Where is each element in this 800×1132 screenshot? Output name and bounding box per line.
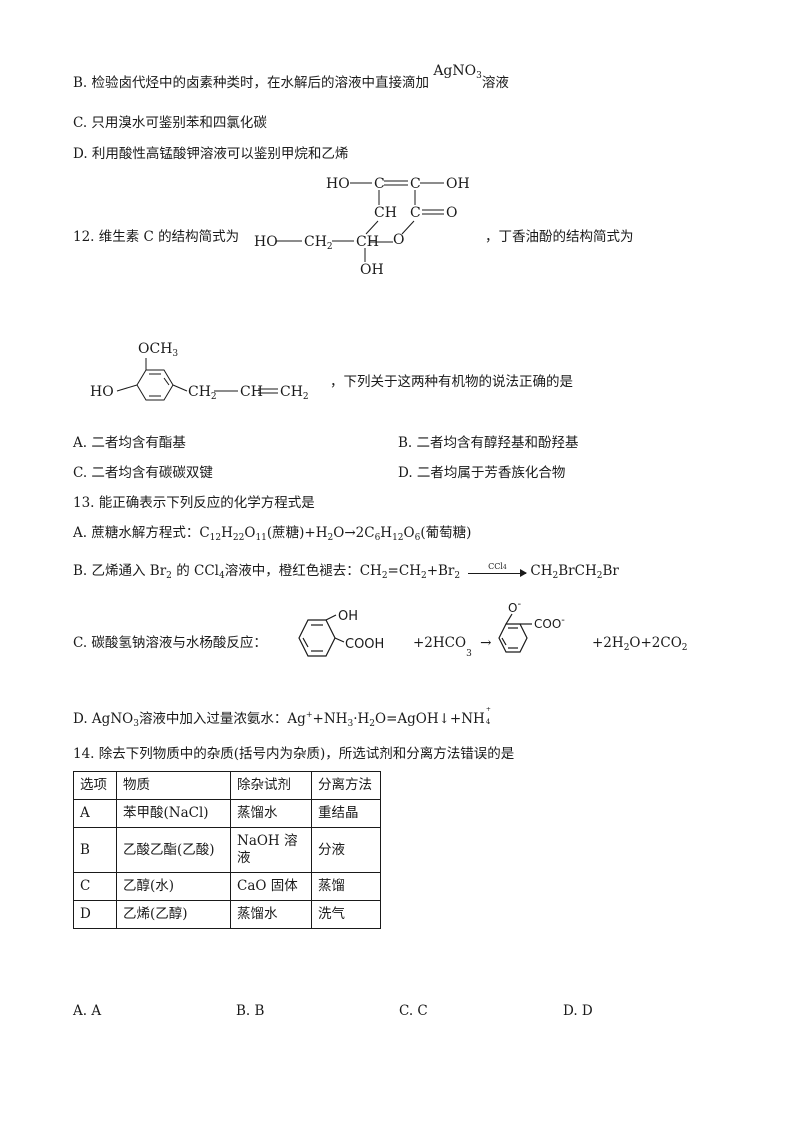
q12-option-d: D. 二者均属于芳香族化合物 bbox=[398, 465, 566, 481]
vitc-c2: C bbox=[410, 176, 421, 192]
eugenol-ho: HO bbox=[90, 384, 114, 400]
salicylic-cooh: COOH bbox=[345, 637, 384, 652]
q14-answer-a: A. A bbox=[73, 1003, 102, 1019]
table-cell: 乙烯(乙醇) bbox=[116, 900, 231, 929]
q11-option-b-reagent: AgNO3 bbox=[433, 63, 482, 81]
q11-option-d: D. 利用酸性高锰酸钾溶液可以鉴别甲烷和乙烯 bbox=[73, 146, 349, 162]
q11-option-b-prefix: B. 检验卤代烃中的卤素种类时，在水解后的溶液中直接滴加 bbox=[73, 75, 430, 91]
table-cell: B bbox=[73, 827, 117, 873]
table-cell: 乙酸乙酯(乙酸) bbox=[116, 827, 231, 873]
eugenol-och3: OCH3 bbox=[138, 341, 178, 359]
reaction-condition: CCl4 bbox=[488, 561, 507, 571]
q13-option-d: D. AgNO3溶液中加入过量浓氨水：Ag++NH3·H2O=AgOH↓+NH+… bbox=[73, 705, 491, 730]
q12-stem-suffix: ，丁香油酚的结构简式为 bbox=[485, 229, 634, 245]
eugenol-ch2b: CH2 bbox=[280, 384, 309, 402]
ammonium-ion-charge: +4 bbox=[485, 705, 491, 726]
salicylic-acid-structure: OH COOH bbox=[298, 610, 384, 657]
table-row: A 苯甲酸(NaCl) 蒸馏水 重结晶 bbox=[73, 799, 381, 828]
q12-stem-prefix: 12. 维生素 C 的结构简式为 bbox=[73, 229, 240, 245]
salicylate-coo: COO- bbox=[534, 615, 565, 631]
vitc-ch: CH bbox=[374, 205, 397, 221]
salicylic-oh: OH bbox=[338, 610, 358, 624]
table-header-row: 选项 物质 除杂试剂 分离方法 bbox=[73, 771, 381, 800]
table-cell: A bbox=[73, 799, 117, 828]
table-cell: NaOH 溶液 bbox=[230, 827, 312, 873]
vitamin-c-structure: HO C C OH CH C O HO CH2 CH O OH bbox=[254, 176, 470, 278]
vitc-oh1: OH bbox=[446, 176, 470, 192]
vitc-ch3: CH bbox=[356, 234, 379, 250]
table-row: C 乙醇(水) CaO 固体 蒸馏 bbox=[73, 872, 381, 901]
q12-option-c: C. 二者均含有碳碳双键 bbox=[73, 465, 213, 481]
q13-option-c-products: +2H2O+2CO2 bbox=[592, 635, 688, 653]
q13-option-b: B. 乙烯通入 Br2 的 CCl4溶液中，橙红色褪去：CH2=CH2+Br2 … bbox=[73, 562, 619, 585]
q11-option-c: C. 只用溴水可鉴别苯和四氯化碳 bbox=[73, 115, 267, 131]
table-header-cell: 选项 bbox=[73, 771, 117, 800]
q12-stem-tail: ，下列关于这两种有机物的说法正确的是 bbox=[330, 374, 573, 390]
table-header-cell: 物质 bbox=[116, 771, 231, 800]
vitc-o-ring: O bbox=[393, 232, 404, 248]
table-cell: 蒸馏 bbox=[311, 872, 381, 901]
table-cell: 蒸馏水 bbox=[230, 799, 312, 828]
table-cell: C bbox=[73, 872, 117, 901]
table-cell: CaO 固体 bbox=[230, 872, 312, 901]
eugenol-structure: OCH3 HO CH2 CH CH2 bbox=[90, 341, 309, 402]
table-cell: 洗气 bbox=[311, 900, 381, 929]
q13-option-c-bicarbonate: +2HCO3 → bbox=[413, 635, 492, 659]
table-cell: 苯甲酸(NaCl) bbox=[116, 799, 231, 828]
vitc-ch2: CH2 bbox=[304, 234, 333, 252]
table-cell: 乙醇(水) bbox=[116, 872, 231, 901]
q14-answer-c: C. C bbox=[399, 1003, 428, 1019]
q14-stem: 14. 除去下列物质中的杂质(括号内为杂质)，所选试剂和分离方法错误的是 bbox=[73, 746, 515, 762]
table-row: B 乙酸乙酯(乙酸) NaOH 溶液 分液 bbox=[73, 827, 381, 873]
q12-option-b: B. 二者均含有醇羟基和酚羟基 bbox=[398, 435, 579, 451]
vitc-ho2: HO bbox=[254, 234, 278, 250]
vitc-oh2: OH bbox=[360, 262, 384, 278]
q12-option-a: A. 二者均含有酯基 bbox=[73, 435, 186, 451]
salicylate-structure: O- COO- bbox=[498, 600, 565, 653]
table-header-cell: 除杂试剂 bbox=[230, 771, 312, 800]
table-cell: 重结晶 bbox=[311, 799, 381, 828]
salicylate-o: O- bbox=[508, 600, 521, 615]
eugenol-ch2a: CH2 bbox=[188, 384, 217, 402]
table-cell: 分液 bbox=[311, 827, 381, 873]
q13-option-c-prefix: C. 碳酸氢钠溶液与水杨酸反应： bbox=[73, 635, 267, 651]
q13-option-a: A. 蔗糖水解方程式：C12H22O11(蔗糖)+H2O→2C6H12O6(葡萄… bbox=[73, 525, 472, 543]
q14-table: 选项 物质 除杂试剂 分离方法 A 苯甲酸(NaCl) 蒸馏水 重结晶 B 乙酸… bbox=[73, 771, 381, 929]
eugenol-ch: CH bbox=[240, 384, 263, 400]
q11-option-b: B. 检验卤代烃中的卤素种类时，在水解后的溶液中直接滴加 AgNO3溶液 bbox=[73, 63, 509, 97]
table-header-cell: 分离方法 bbox=[311, 771, 381, 800]
q13-option-c-arrow: → bbox=[480, 635, 492, 651]
vitc-c3: C bbox=[410, 205, 421, 221]
q11-option-b-suffix: 溶液 bbox=[481, 75, 509, 91]
table-cell: 蒸馏水 bbox=[230, 900, 312, 929]
table-cell: D bbox=[73, 900, 117, 929]
q13-stem: 13. 能正确表示下列反应的化学方程式是 bbox=[73, 495, 315, 511]
vitc-o-double: O bbox=[446, 205, 457, 221]
reaction-arrow: CCl4 bbox=[468, 562, 528, 579]
q14-answer-b: B. B bbox=[236, 1003, 265, 1019]
q14-answer-d: D. D bbox=[563, 1003, 593, 1019]
vitc-ho1: HO bbox=[326, 176, 350, 192]
table-row: D 乙烯(乙醇) 蒸馏水 洗气 bbox=[73, 900, 381, 929]
vitc-c1: C bbox=[374, 176, 385, 192]
